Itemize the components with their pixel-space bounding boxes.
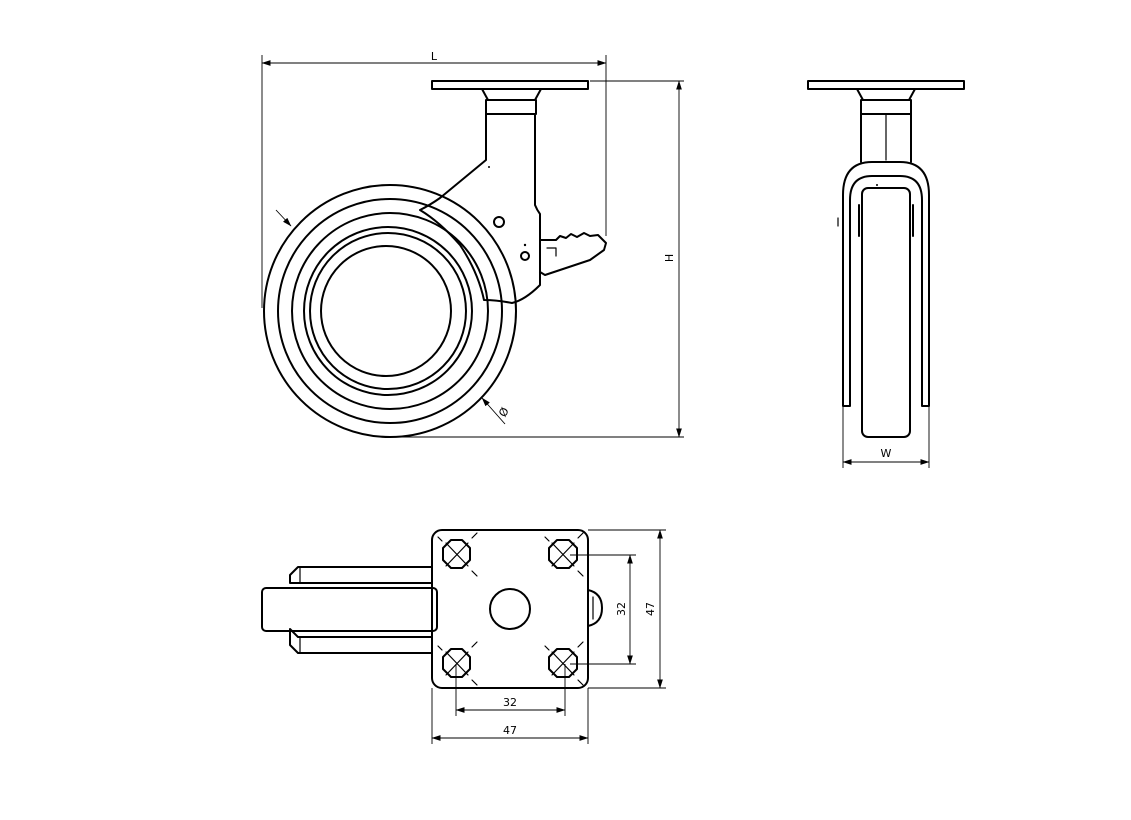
top-fork bbox=[289, 566, 433, 584]
axle-bolt bbox=[493, 216, 505, 228]
plate-height-label: 47 bbox=[644, 602, 657, 616]
plate-view bbox=[261, 529, 603, 689]
lock-pin bbox=[520, 251, 530, 261]
diameter-leader-top bbox=[275, 209, 292, 227]
front-wheel bbox=[861, 187, 911, 438]
top-plate bbox=[431, 80, 589, 90]
mounting-plate bbox=[431, 529, 589, 689]
fork-housing bbox=[419, 113, 541, 304]
swivel-bearing bbox=[481, 88, 542, 101]
side-dimensions: L H Ø bbox=[261, 50, 684, 438]
hole-spacing-v-label: 32 bbox=[615, 602, 628, 616]
bolt-hole bbox=[544, 532, 584, 577]
front-dimensions: W bbox=[842, 406, 930, 468]
side-view bbox=[263, 80, 607, 438]
diameter-leader-bottom bbox=[481, 397, 506, 425]
brake-lever bbox=[539, 232, 607, 276]
height-label: H bbox=[663, 254, 676, 262]
front-view bbox=[807, 80, 965, 438]
plate-width-label: 47 bbox=[503, 724, 517, 737]
front-fork bbox=[842, 161, 930, 407]
top-wheel bbox=[261, 587, 438, 632]
top-brake-tip bbox=[587, 589, 603, 627]
wheel bbox=[263, 184, 517, 438]
front-top-plate bbox=[807, 80, 965, 90]
center-hole bbox=[489, 588, 531, 630]
wheel-hub bbox=[320, 245, 452, 377]
plate-dimensions: 32 47 32 47 bbox=[431, 529, 666, 744]
bolt-hole bbox=[437, 532, 478, 577]
hole-spacing-h-label: 32 bbox=[503, 696, 517, 709]
bolt-hole bbox=[544, 641, 584, 686]
length-label: L bbox=[431, 50, 438, 63]
width-label: W bbox=[881, 447, 892, 460]
bolt-hole bbox=[437, 641, 478, 686]
